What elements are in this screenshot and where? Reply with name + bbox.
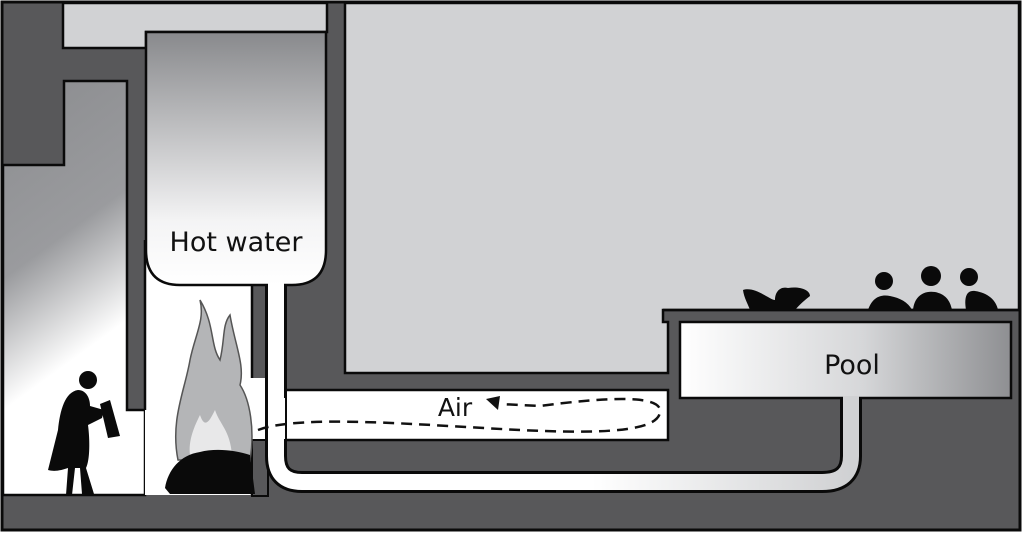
air-label: Air [438,393,473,422]
stoker-figure [48,371,120,495]
air-flow-arrowhead [486,396,500,410]
hot-water-tank [144,30,328,287]
firewood-pile [165,449,255,494]
pool-label: Pool [824,350,880,381]
hot-water-pipe [268,283,859,490]
flames [174,299,253,461]
firewood-bundle [100,400,120,438]
bath-room [343,1,1021,375]
fire [165,299,255,494]
stoking-area [1,79,147,497]
bathers [743,266,998,310]
air-flow-path [257,397,662,433]
bather-reclining [743,287,810,310]
hot-water-label: Hot water [170,227,304,258]
